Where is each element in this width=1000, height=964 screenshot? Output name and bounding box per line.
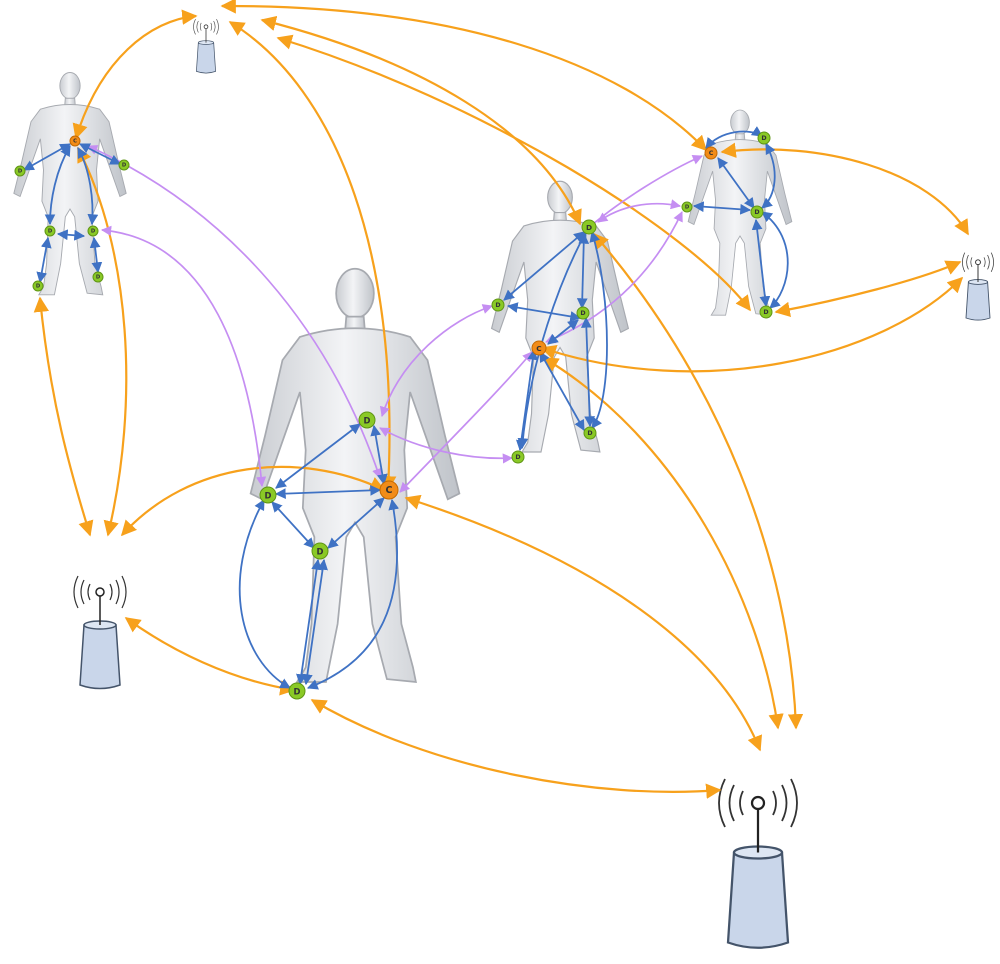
access-point-links [33, 0, 969, 799]
node-label: C [536, 344, 541, 353]
sensor-node: D [87, 225, 99, 237]
inter-body-link [87, 145, 382, 479]
sensor-node: D [581, 219, 597, 235]
inter-body-link [379, 427, 514, 464]
ap-link [774, 260, 962, 318]
body-link [761, 143, 776, 209]
sensor-node: D [311, 542, 329, 560]
ap-link [720, 142, 969, 236]
body-link [306, 498, 400, 690]
antenna-tower-icon [961, 252, 995, 321]
ap-link [124, 617, 296, 696]
node-label: D [515, 454, 520, 461]
node-label: D [122, 163, 127, 169]
ap-link [404, 494, 762, 752]
body-link [705, 126, 763, 149]
human-figure-icon [491, 180, 629, 453]
body-link [589, 230, 608, 429]
node-label: D [18, 169, 23, 175]
antenna-tower-icon [717, 777, 799, 949]
node-label: D [294, 687, 301, 697]
node-label: D [48, 229, 53, 235]
coordinator-node: C [704, 146, 718, 160]
sensor-node: D [92, 271, 104, 283]
node-label: C [73, 139, 77, 145]
inter-body-link [100, 225, 267, 488]
node-label: D [96, 275, 101, 281]
human-figure-icon [249, 267, 461, 683]
sensor-node: D [750, 205, 764, 219]
node-label: D [587, 430, 592, 437]
sensor-node: D [14, 165, 26, 177]
sensor-node: D [118, 159, 130, 171]
inter-body-link [379, 304, 493, 417]
sensor-node: D [759, 305, 773, 319]
sensor-node: D [491, 298, 505, 312]
node-label: D [580, 310, 585, 317]
sensor-node: D [757, 131, 771, 145]
body-link [238, 499, 291, 689]
body-link [580, 316, 596, 428]
human-figures [13, 72, 793, 683]
body-link [761, 211, 789, 309]
node-label: D [36, 284, 41, 290]
body-nodes: C D D D D D D C D D D D D D D C D D D C D D D [14, 131, 773, 700]
body-link [56, 229, 86, 241]
coordinator-node: C [69, 135, 81, 147]
sensor-node: D [576, 306, 590, 320]
node-label: D [586, 223, 592, 232]
body-link [370, 424, 388, 486]
node-label: D [754, 209, 759, 216]
node-label: D [265, 491, 272, 501]
sensor-node: D [32, 280, 44, 292]
body-link [44, 145, 71, 226]
sensor-node: D [583, 426, 597, 440]
body-link [77, 147, 99, 226]
body-link [274, 484, 382, 500]
ap-link [260, 15, 582, 226]
node-label: D [685, 205, 690, 211]
node-label: D [317, 547, 324, 557]
ap-link [72, 9, 198, 140]
node-label: D [763, 309, 768, 316]
ap-link [220, 0, 708, 152]
node-label: D [761, 135, 766, 142]
coordinator-node: C [379, 480, 399, 500]
body-link [517, 231, 587, 450]
sensor-node: D [681, 201, 693, 213]
sensor-node: D [358, 411, 376, 429]
ap-link [33, 296, 94, 537]
sensor-node: D [44, 225, 56, 237]
sensor-node: D [259, 486, 277, 504]
node-label: D [364, 416, 371, 426]
body-link [717, 157, 755, 209]
antenna-tower-icon [73, 575, 127, 690]
body-link [692, 201, 752, 215]
human-figure-icon [13, 72, 127, 296]
sensor-node: D [511, 450, 525, 464]
human-figure-icon [687, 109, 793, 316]
sensor-node: D [288, 682, 306, 700]
body-link [275, 423, 361, 489]
antenna-tower-icon [193, 18, 219, 74]
inter-body-link [585, 155, 703, 231]
body-link [89, 236, 103, 274]
node-label: C [386, 485, 393, 496]
node-label: D [495, 302, 500, 309]
access-points [73, 18, 995, 949]
coordinator-node: C [531, 340, 547, 356]
on-body-links [23, 126, 789, 690]
node-label: D [91, 229, 96, 235]
ap-link [310, 699, 722, 799]
body-link [36, 236, 52, 284]
node-label: C [709, 150, 714, 157]
